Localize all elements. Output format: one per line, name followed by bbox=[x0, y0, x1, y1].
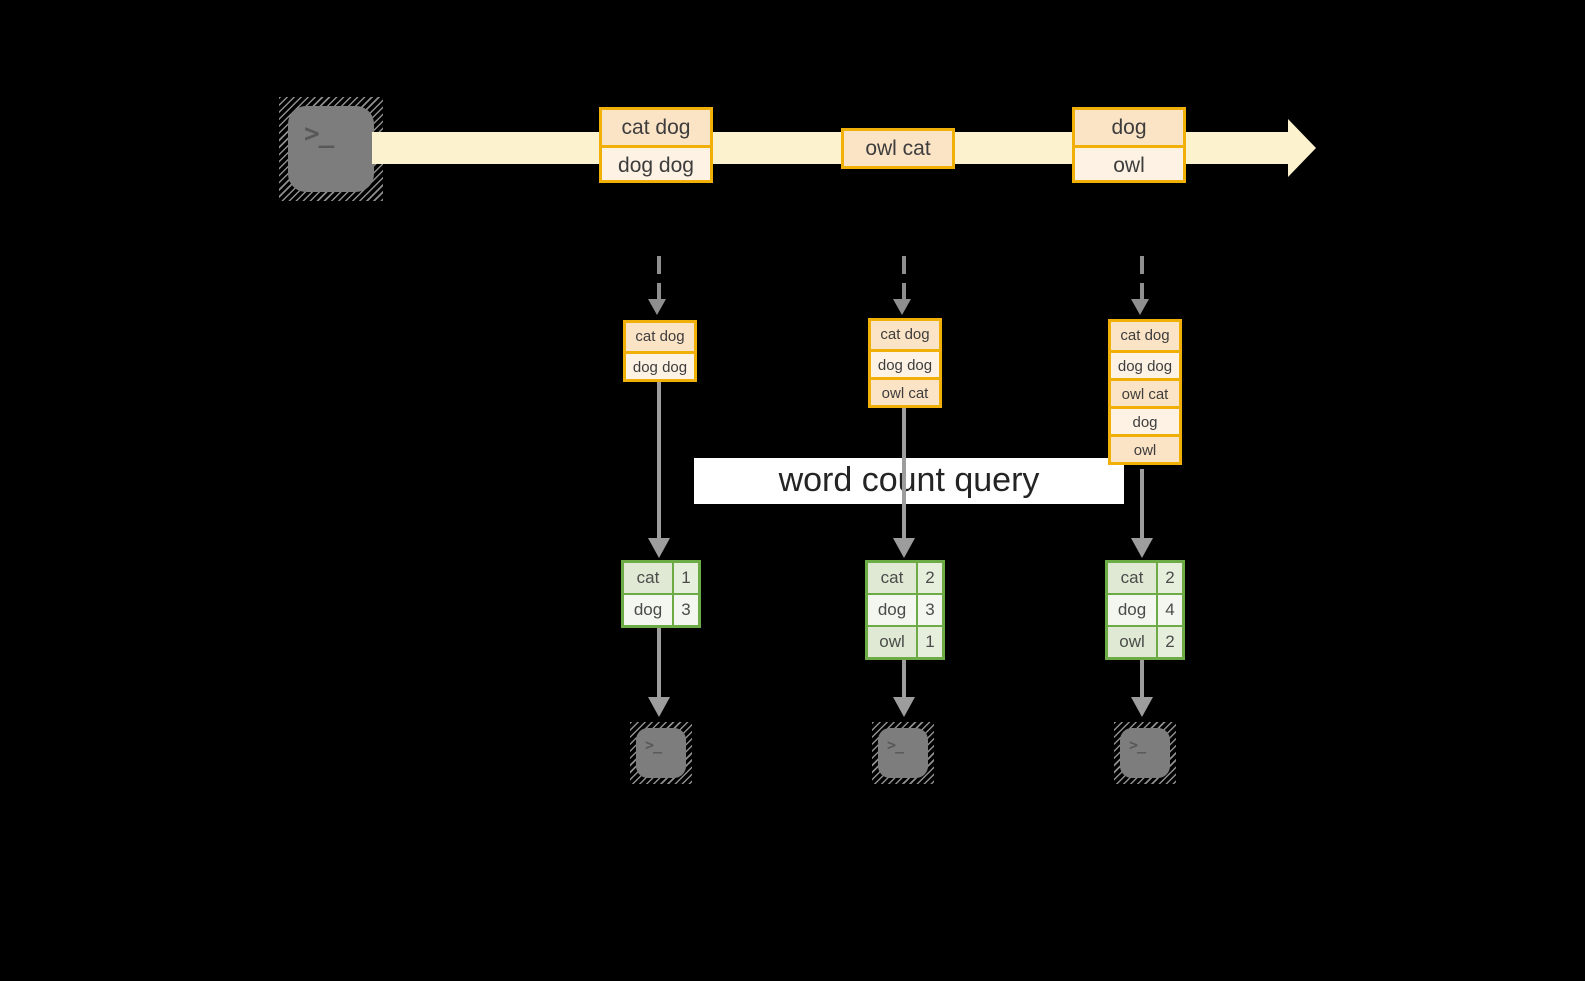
table-word-cell: cat bbox=[624, 563, 672, 593]
query-flow-arrowhead-icon bbox=[648, 538, 670, 558]
output-flow-line bbox=[1140, 655, 1144, 698]
terminal-prompt-icon: >_ bbox=[645, 736, 662, 754]
record-row: dog bbox=[1111, 406, 1179, 434]
ingest-arrowhead-icon bbox=[893, 299, 911, 315]
stream-record: cat dog bbox=[602, 110, 710, 145]
record-row: cat dog bbox=[626, 323, 694, 351]
terminal-screen: >_ bbox=[878, 728, 928, 778]
record-row: owl cat bbox=[871, 377, 939, 405]
table-word-cell: cat bbox=[868, 563, 916, 593]
ingest-arrow-dashed-line bbox=[657, 256, 661, 300]
query-flow-line bbox=[657, 379, 661, 539]
stream-record: dog bbox=[1075, 110, 1183, 145]
stream-record: owl bbox=[1075, 145, 1183, 180]
output-flow-line bbox=[902, 655, 906, 698]
output-flow-arrowhead-icon bbox=[893, 697, 915, 717]
output-terminal-icon: >_ bbox=[872, 722, 934, 784]
table-count-cell: 4 bbox=[1158, 595, 1182, 625]
word-count-table-3: cat 2 dog 4 owl 2 bbox=[1105, 560, 1185, 660]
query-flow-line bbox=[1140, 469, 1144, 539]
record-row: cat dog bbox=[1111, 322, 1179, 350]
output-flow-line bbox=[657, 624, 661, 698]
ingest-arrow-dashed-line bbox=[1140, 256, 1144, 300]
table-word-cell: owl bbox=[1108, 627, 1156, 657]
table-word-cell: dog bbox=[1108, 595, 1156, 625]
table-count-cell: 1 bbox=[918, 627, 942, 657]
record-row: dog dog bbox=[626, 351, 694, 379]
terminal-screen: >_ bbox=[288, 106, 374, 192]
terminal-screen: >_ bbox=[636, 728, 686, 778]
output-terminal-icon: >_ bbox=[1114, 722, 1176, 784]
record-stack-2: cat dog dog dog owl cat bbox=[868, 318, 942, 408]
stream-record: owl cat bbox=[844, 131, 952, 166]
table-count-cell: 1 bbox=[674, 563, 698, 593]
word-count-table-1: cat 1 dog 3 bbox=[621, 560, 701, 628]
source-terminal-icon: >_ bbox=[279, 97, 383, 201]
query-flow-line bbox=[902, 408, 906, 539]
terminal-prompt-icon: >_ bbox=[1129, 736, 1146, 754]
terminal-prompt-icon: >_ bbox=[304, 119, 334, 149]
table-count-cell: 3 bbox=[918, 595, 942, 625]
word-count-table-2: cat 2 dog 3 owl 1 bbox=[865, 560, 945, 660]
record-stack-1: cat dog dog dog bbox=[623, 320, 697, 382]
ingest-arrow-dashed-line bbox=[902, 256, 906, 300]
record-row: owl cat bbox=[1111, 378, 1179, 406]
stream-record-group-1: cat dog dog dog bbox=[599, 107, 713, 183]
query-banner-label: word count query bbox=[778, 461, 1040, 499]
terminal-screen: >_ bbox=[1120, 728, 1170, 778]
table-word-cell: dog bbox=[868, 595, 916, 625]
table-count-cell: 2 bbox=[1158, 627, 1182, 657]
record-row: cat dog bbox=[871, 321, 939, 349]
record-row: dog dog bbox=[1111, 350, 1179, 378]
record-row: dog dog bbox=[871, 349, 939, 377]
query-flow-arrowhead-icon bbox=[1131, 538, 1153, 558]
stream-record-group-3: dog owl bbox=[1072, 107, 1186, 183]
table-count-cell: 3 bbox=[674, 595, 698, 625]
terminal-prompt-icon: >_ bbox=[887, 736, 904, 754]
table-word-cell: dog bbox=[624, 595, 672, 625]
record-stack-3: cat dog dog dog owl cat dog owl bbox=[1108, 319, 1182, 465]
ingest-arrowhead-icon bbox=[1131, 299, 1149, 315]
output-terminal-icon: >_ bbox=[630, 722, 692, 784]
stream-arrowhead-icon bbox=[1288, 119, 1316, 177]
table-count-cell: 2 bbox=[918, 563, 942, 593]
record-row: owl bbox=[1111, 434, 1179, 462]
ingest-arrowhead-icon bbox=[648, 299, 666, 315]
output-flow-arrowhead-icon bbox=[648, 697, 670, 717]
stream-record: dog dog bbox=[602, 145, 710, 180]
query-flow-arrowhead-icon bbox=[893, 538, 915, 558]
table-word-cell: owl bbox=[868, 627, 916, 657]
stream-record-group-2: owl cat bbox=[841, 128, 955, 169]
query-banner: word count query bbox=[694, 458, 1124, 504]
table-word-cell: cat bbox=[1108, 563, 1156, 593]
table-count-cell: 2 bbox=[1158, 563, 1182, 593]
output-flow-arrowhead-icon bbox=[1131, 697, 1153, 717]
